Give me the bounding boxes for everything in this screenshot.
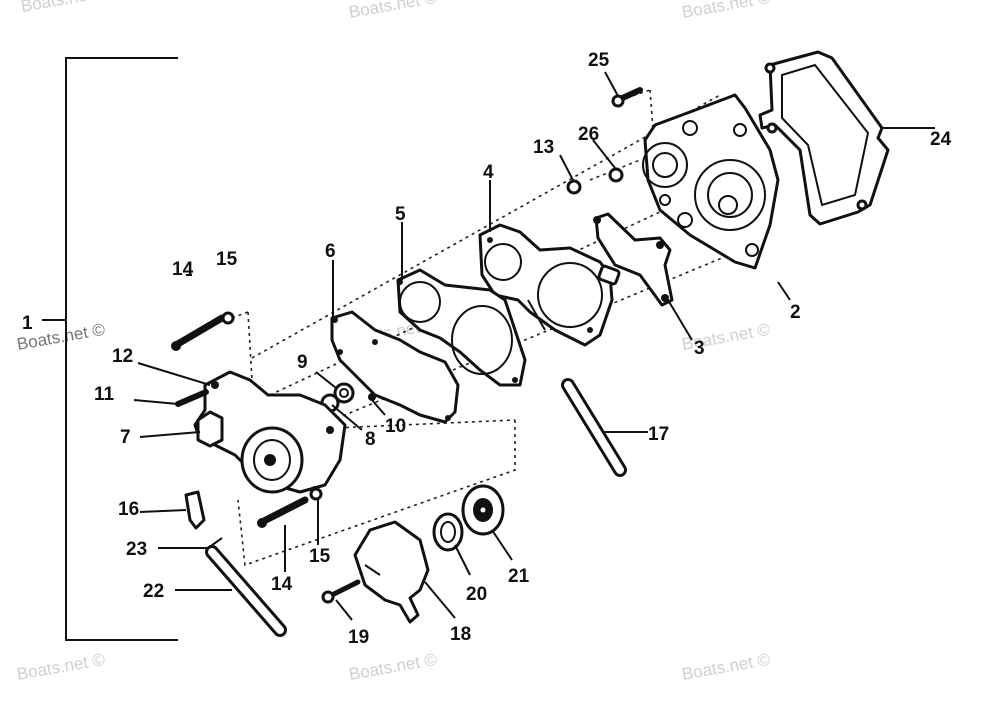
label-19: 19 bbox=[348, 627, 369, 648]
leader-lines bbox=[133, 71, 935, 621]
watermark-top-left: Boats.net © bbox=[19, 0, 110, 16]
label-6: 6 bbox=[325, 241, 336, 262]
assembly-bracket bbox=[42, 57, 178, 641]
screw-25 bbox=[611, 87, 643, 108]
label-23: 23 bbox=[126, 539, 147, 560]
hose-17 bbox=[561, 378, 627, 477]
watermark-bottom-left: Boats.net © bbox=[15, 650, 106, 684]
fitting-16 bbox=[184, 490, 206, 530]
washer-15-top bbox=[221, 311, 235, 325]
washer-15-bottom bbox=[309, 487, 323, 501]
pump-body-4 bbox=[478, 223, 621, 347]
gasket-24 bbox=[758, 50, 890, 226]
label-17: 17 bbox=[648, 424, 669, 445]
label-26: 26 bbox=[578, 124, 599, 145]
label-9: 9 bbox=[297, 352, 308, 373]
label-15-bottom: 15 bbox=[309, 546, 331, 567]
label-1: 1 bbox=[22, 313, 33, 334]
label-13: 13 bbox=[533, 137, 554, 158]
plug-10 bbox=[368, 393, 376, 401]
label-24: 24 bbox=[930, 129, 952, 150]
watermark-bottom-center: Boats.net © bbox=[347, 650, 438, 684]
watermark-top-right: Boats.net © bbox=[680, 0, 771, 22]
screw-14-top bbox=[171, 314, 226, 351]
screw-11 bbox=[175, 389, 209, 407]
label-8: 8 bbox=[365, 429, 376, 450]
label-12: 12 bbox=[112, 346, 133, 367]
label-2: 2 bbox=[790, 302, 801, 323]
label-15-top: 15 bbox=[216, 249, 238, 270]
label-25: 25 bbox=[588, 50, 610, 71]
spring-9 bbox=[333, 382, 355, 404]
label-3: 3 bbox=[694, 338, 705, 359]
reed-plate-3 bbox=[593, 212, 674, 307]
filter-21 bbox=[461, 484, 505, 536]
label-20: 20 bbox=[466, 584, 487, 605]
label-11: 11 bbox=[94, 384, 115, 405]
gasket-5 bbox=[396, 268, 527, 387]
watermark-bottom-right: Boats.net © bbox=[680, 650, 771, 684]
label-14-bottom: 14 bbox=[271, 574, 293, 595]
screw-19 bbox=[321, 579, 361, 604]
nut-26 bbox=[608, 167, 624, 183]
pump-housing-7 bbox=[193, 370, 347, 494]
label-14-top: 14 bbox=[172, 259, 194, 280]
watermark-top-center: Boats.net © bbox=[347, 0, 438, 22]
label-10: 10 bbox=[385, 416, 406, 437]
diaphragm-6 bbox=[330, 310, 460, 424]
label-7: 7 bbox=[120, 427, 131, 448]
nut-13 bbox=[566, 179, 582, 195]
label-16: 16 bbox=[118, 499, 139, 520]
label-18: 18 bbox=[450, 624, 471, 645]
label-5: 5 bbox=[395, 204, 406, 225]
hose-22 bbox=[205, 545, 287, 637]
label-22: 22 bbox=[143, 581, 164, 602]
cover-plate-2 bbox=[642, 93, 780, 270]
callout-labels: 1 2 3 4 5 6 7 8 9 10 11 12 13 14 14 15 1… bbox=[22, 50, 952, 648]
label-21: 21 bbox=[508, 566, 530, 587]
gasket-20 bbox=[432, 512, 464, 552]
filter-cover-18 bbox=[353, 520, 430, 624]
screw-14-bottom bbox=[257, 496, 309, 528]
label-4: 4 bbox=[483, 162, 494, 183]
